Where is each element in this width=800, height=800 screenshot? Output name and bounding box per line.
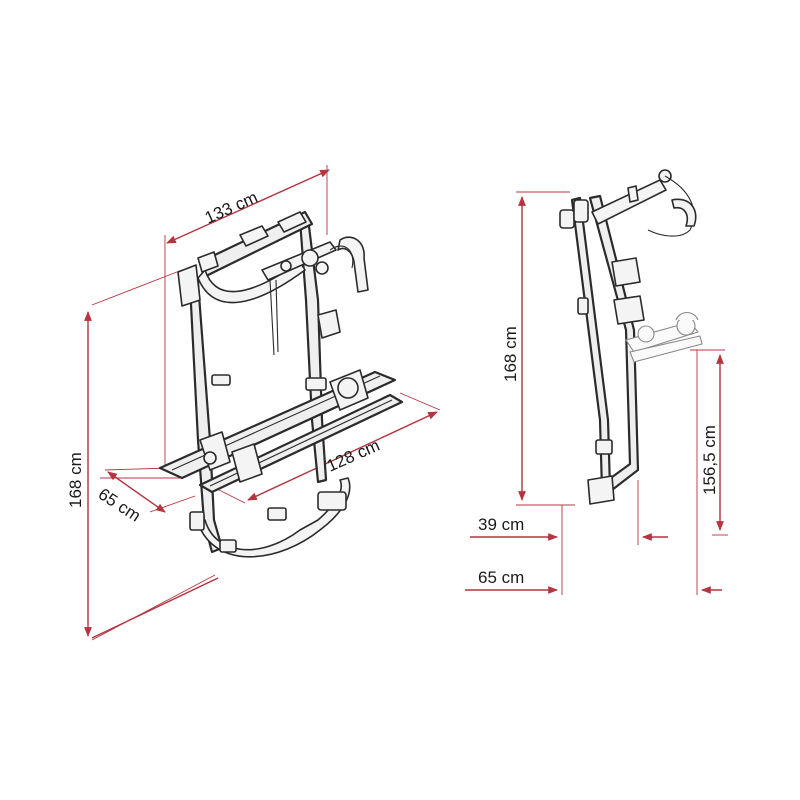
rack-frame	[177, 210, 351, 558]
side-clamp-upper	[611, 257, 641, 287]
side-height-label: 168 cm	[501, 326, 520, 382]
top-mount-left	[239, 225, 269, 247]
side-top-mount	[559, 209, 575, 229]
rail-height-label: 156,5 cm	[700, 425, 719, 495]
side-upper-arm	[591, 179, 667, 225]
folded-depth-dimension: 39 cm	[470, 480, 668, 595]
open-depth-label: 65 cm	[478, 568, 524, 587]
rail-length-label: 128 cm	[324, 436, 383, 476]
depth-label: 65 cm	[95, 484, 144, 525]
side-bracket	[177, 264, 201, 307]
side-foot	[587, 475, 615, 505]
bike-holder-arms	[261, 236, 369, 356]
base-line	[91, 577, 219, 639]
arm-clamp	[317, 309, 341, 339]
side-view: 168 cm 156,5 cm 39 cm 65 cm	[465, 169, 728, 595]
height-dimension: 168 cm	[66, 311, 92, 637]
folded-depth-label: 39 cm	[478, 515, 524, 534]
rail-height-dimension: 156,5 cm	[690, 349, 728, 536]
wheel-rails	[158, 369, 404, 494]
side-height-dimension: 168 cm	[501, 191, 575, 506]
right-foot	[317, 491, 347, 511]
side-rail-ghost	[625, 311, 703, 363]
height-label: 168 cm	[66, 452, 85, 508]
rail-strap-center	[231, 443, 263, 483]
top-mount-right	[277, 211, 307, 233]
open-depth-dimension: 65 cm	[465, 350, 722, 595]
front-view: 133 cm 168 cm 65 cm 128 cm	[66, 165, 441, 641]
side-clamp-lower	[613, 295, 645, 325]
left-foot	[189, 511, 205, 531]
width-label: 133 cm	[202, 188, 261, 228]
front-extension-lines	[91, 165, 328, 641]
